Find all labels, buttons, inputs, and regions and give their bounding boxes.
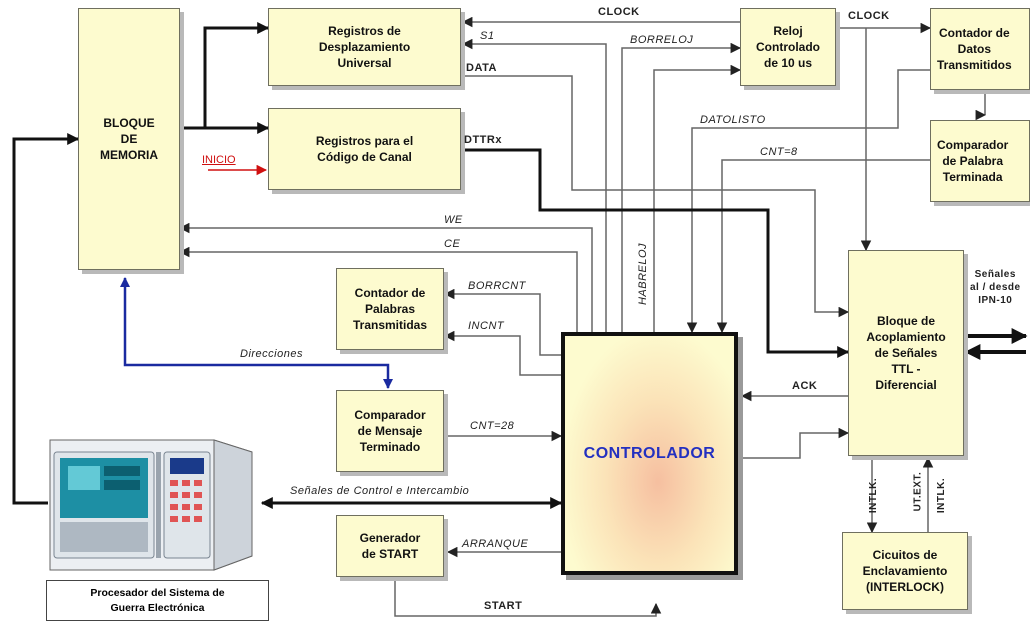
interlock-block: Cicuitos de Enclavamiento (INTERLOCK)	[842, 532, 968, 610]
wire-memory-to-shift	[180, 22, 270, 130]
wire-ce	[178, 246, 578, 332]
label-external: Señales al / desde IPN-10	[970, 269, 1021, 306]
label-datolisto: DATOLISTO	[700, 114, 766, 126]
shift-registers-block: Registros de Desplazamiento Universal	[268, 8, 461, 86]
tx-data-counter-block: Contador de Datos Transmitidos	[930, 8, 1030, 90]
label-inicio: INICIO	[202, 154, 236, 166]
label-s1: S1	[480, 30, 495, 42]
processor-icon	[49, 439, 253, 571]
wire-incnt	[443, 330, 561, 376]
label-habreloj: HABRELOJ	[637, 242, 650, 306]
wire-habreloj	[653, 64, 742, 332]
wire-s1	[461, 38, 607, 332]
clock-block: Reloj Controlado de 10 us	[740, 8, 836, 86]
memory-block: BLOQUE DE MEMORIA	[78, 8, 180, 270]
wire-data	[463, 75, 850, 318]
controller-label: CONTROLADOR	[583, 444, 716, 462]
label-start: START	[484, 600, 523, 612]
label-borrcnt: BORRCNT	[468, 280, 526, 292]
coupling-block: Bloque de Acoplamiento de Señales TTL - …	[848, 250, 964, 456]
label-ack: ACK	[792, 380, 818, 392]
start-generator-block: Generador de START	[336, 515, 444, 577]
message-done-comparator-block: Comparador de Mensaje Terminado	[336, 390, 444, 472]
wire-borreloj	[621, 42, 742, 332]
wire-start	[394, 577, 662, 617]
label-utext: UT.EXT.	[912, 471, 924, 512]
word-done-comparator-block: Comparador de Palabra Terminada	[930, 120, 1030, 202]
label-borreloj: BORRELOJ	[630, 34, 694, 46]
label-intlk-1: INTLK.	[868, 477, 880, 514]
wire-datolisto-ctrl	[686, 69, 930, 334]
wire-we	[178, 222, 593, 332]
label-arranque: ARRANQUE	[462, 538, 529, 550]
label-incnt: INCNT	[468, 320, 505, 332]
label-ce: CE	[444, 238, 461, 250]
label-we: WE	[444, 214, 463, 226]
wire-borrcnt	[443, 288, 561, 356]
channel-code-registers-block: Registros para el Código de Canal	[268, 108, 461, 190]
label-cnt28: CNT=28	[470, 420, 515, 432]
word-counter-block: Contador de Palabras Transmitidas	[336, 268, 444, 350]
label-dttrx: DTTRx	[464, 134, 502, 146]
label-data: DATA	[466, 62, 497, 74]
label-direcciones: Direcciones	[240, 348, 303, 360]
wire-cnt8	[716, 159, 930, 334]
label-clock-1: CLOCK	[598, 6, 640, 18]
processor-caption: Procesador del Sistema de Guerra Electró…	[46, 580, 269, 621]
label-clock-2: CLOCK	[848, 10, 890, 22]
wire-direcciones	[120, 277, 393, 389]
wire-dttrx	[463, 148, 850, 358]
wire-ctrl-to-coupling	[742, 427, 850, 459]
label-control-exchange: Señales de Control e Intercambio	[290, 485, 470, 497]
wire-processor-to-memory	[12, 133, 80, 505]
controller-block: CONTROLADOR	[561, 332, 738, 575]
label-cnt8: CNT=8	[760, 146, 798, 158]
label-intlk-2: INTLK.	[936, 477, 948, 514]
